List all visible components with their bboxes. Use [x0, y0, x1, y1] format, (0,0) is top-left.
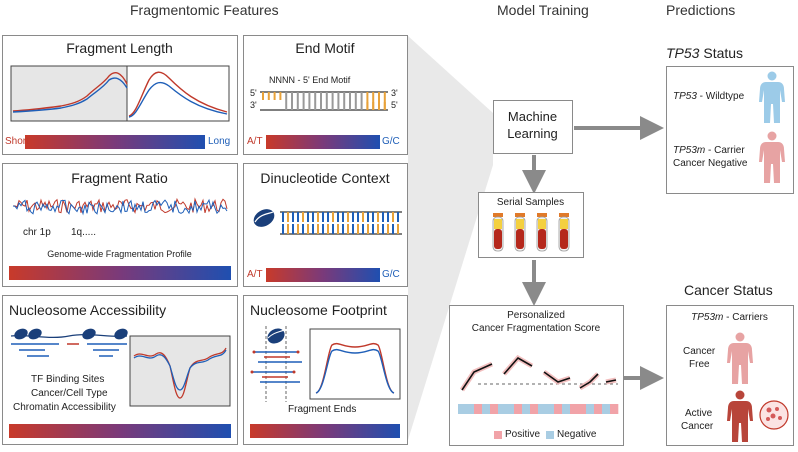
- dinucleotide-gc: G/C: [382, 269, 400, 280]
- fragment-ratio-chr1q: 1q.....: [71, 227, 97, 238]
- pcfs-sample-bar: [458, 404, 619, 414]
- tp53-carrier-label: TP53m - Carrier: [673, 145, 745, 156]
- access-line2: Cancer/Cell Type: [31, 388, 108, 399]
- end-motif-at: A/T: [247, 136, 263, 147]
- end-motif-gradient: [266, 135, 380, 149]
- tp53-status-box: TP53 - Wildtype TP53m - Carrier Cancer N…: [666, 66, 794, 194]
- cancer-status-box: TP53m - Carriers Cancer Free Active Canc…: [666, 305, 794, 446]
- dinucleotide-panel: Dinucleotide Context A/T G/C: [243, 163, 408, 287]
- person-active-cancer-icon: [723, 390, 757, 444]
- header-training: Model Training: [497, 2, 589, 18]
- nucleosome-track: [10, 328, 128, 357]
- person-carrier-icon: [755, 131, 789, 185]
- footprint-caption: Fragment Ends: [288, 404, 357, 415]
- fragment-ratio-title: Fragment Ratio: [71, 170, 168, 186]
- pcfs-box: Personalized Cancer Fragmentation Score …: [449, 305, 624, 446]
- nucleosome-accessibility-panel: Nucleosome Accessibility TF Binding Site…: [2, 295, 238, 445]
- fragment-ratio-chr1p: chr 1p: [23, 227, 51, 238]
- end-motif-title: End Motif: [295, 40, 355, 56]
- cancer-cell-magnifier-icon: [759, 400, 789, 430]
- fragment-length-panel: Fragment Length Short Long: [2, 35, 238, 155]
- fragment-length-long: Long: [208, 136, 231, 147]
- end-motif-dna: [260, 91, 388, 111]
- dinucleotide-title: Dinucleotide Context: [260, 170, 390, 186]
- access-line1: TF Binding Sites: [31, 374, 105, 385]
- nucleosome-footprint-title: Nucleosome Footprint: [250, 302, 387, 318]
- header-predictions: Predictions: [666, 2, 736, 18]
- dinucleotide-dna: [280, 211, 402, 235]
- header-features: Fragmentomic Features: [130, 2, 279, 18]
- legend-positive-swatch: [494, 431, 502, 439]
- end-motif-panel: End Motif NNNN - 5' End Motif 5' 3' 3' 5…: [243, 35, 408, 155]
- active-cancer-line1: Active: [685, 408, 713, 419]
- footprint-plot: [309, 328, 401, 400]
- ml-line1: Machine: [507, 109, 558, 124]
- fragment-ratio-panel: Fragment Ratio chr 1p 1q..... Genome-wid…: [2, 163, 238, 287]
- end-motif-label: NNNN - 5' End Motif: [269, 75, 351, 85]
- accessibility-plot: [129, 335, 231, 407]
- dinucleotide-at: A/T: [247, 269, 263, 280]
- fragment-length-gradient: [25, 135, 205, 149]
- legend-positive: Positive: [505, 429, 541, 440]
- cancer-status-subtitle: TP53m - Carriers: [691, 312, 768, 323]
- cancer-free-line1: Cancer: [683, 346, 716, 357]
- pcfs-line2: Cancer Fragmentation Score: [471, 323, 601, 334]
- fragment-length-title: Fragment Length: [66, 40, 173, 56]
- person-wildtype-icon: [755, 71, 789, 125]
- pcfs-line1: Personalized: [507, 310, 565, 321]
- access-line3: Chromatin Accessibility: [13, 402, 116, 413]
- strand-3prime-bottom: 3': [250, 100, 257, 110]
- nucleosome-accessibility-gradient: [9, 424, 231, 438]
- ml-line2: Learning: [507, 126, 558, 141]
- cancer-status-title: Cancer Status: [684, 282, 773, 298]
- nucleosome-footprint-panel: Nucleosome Footprint Fragment Ends: [243, 295, 408, 445]
- strand-5prime-bottom: 5': [391, 100, 398, 110]
- fragment-ratio-gradient: [9, 266, 231, 280]
- person-cancer-free-icon: [723, 332, 757, 386]
- strand-3prime-top: 3': [391, 88, 398, 98]
- strand-5prime-top: 5': [250, 88, 257, 98]
- nucleosome-footprint-gradient: [250, 424, 400, 438]
- fragment-length-plot: [10, 65, 230, 122]
- fragment-ratio-caption: Genome-wide Fragmentation Profile: [47, 249, 192, 259]
- sample-tubes: [492, 213, 570, 252]
- nucleosome-icon: [253, 209, 275, 227]
- cancer-free-line2: Free: [689, 359, 710, 370]
- active-cancer-line2: Cancer: [681, 421, 714, 432]
- end-motif-gc: G/C: [382, 136, 400, 147]
- tp53-wildtype-label: TP53 - Wildtype: [673, 91, 745, 102]
- tp53-status-title: TP53 Status: [666, 45, 744, 61]
- tp53-carrier-line2: Cancer Negative: [673, 158, 748, 169]
- serial-samples-box: Serial Samples: [478, 192, 584, 258]
- legend-negative: Negative: [557, 429, 597, 440]
- footprint-fragments: [250, 326, 302, 402]
- serial-samples-label: Serial Samples: [496, 197, 565, 208]
- fragment-length-short: Short: [5, 136, 29, 147]
- machine-learning-box: Machine Learning: [493, 100, 573, 154]
- dinucleotide-gradient: [266, 268, 380, 282]
- nucleosome-accessibility-title: Nucleosome Accessibility: [9, 302, 167, 318]
- pcfs-trajectory: [459, 354, 618, 392]
- fragment-ratio-plot: [12, 197, 228, 216]
- legend-negative-swatch: [546, 431, 554, 439]
